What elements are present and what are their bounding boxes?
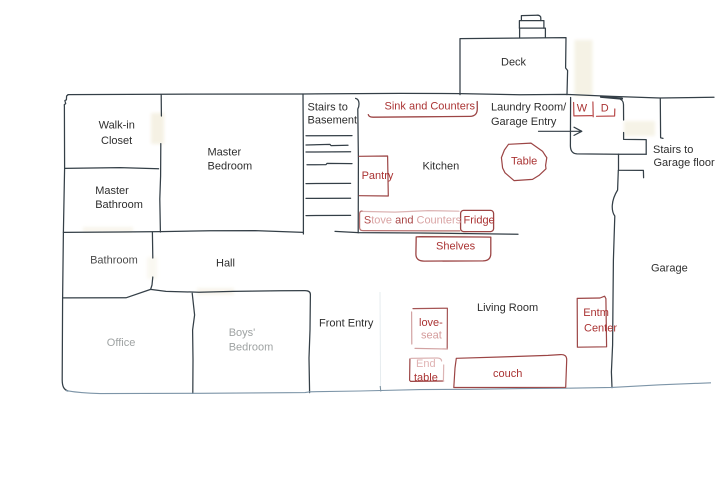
svg-text:Bedroom: Bedroom [208, 160, 253, 172]
svg-text:Master: Master [208, 147, 242, 159]
svg-text:Living Room: Living Room [477, 302, 538, 314]
svg-text:Walk-in: Walk-in [99, 119, 135, 131]
svg-text:Garage: Garage [651, 262, 688, 274]
svg-text:Stove and Counters: Stove and Counters [364, 214, 462, 226]
svg-text:Deck: Deck [501, 56, 527, 68]
svg-text:Bathroom: Bathroom [90, 255, 138, 267]
svg-text:W: W [577, 102, 588, 114]
svg-text:Stairs to: Stairs to [653, 144, 693, 156]
svg-text:Table: Table [511, 155, 537, 167]
svg-text:Fridge: Fridge [464, 214, 495, 226]
svg-text:seat: seat [421, 330, 442, 342]
svg-text:table: table [414, 372, 438, 384]
svg-text:Master: Master [95, 185, 129, 197]
svg-text:Pantry: Pantry [362, 170, 394, 182]
svg-text:End: End [416, 358, 436, 370]
svg-text:Hall: Hall [216, 258, 235, 270]
svg-text:Closet: Closet [101, 135, 132, 147]
svg-text:Stairs to: Stairs to [308, 102, 348, 114]
svg-text:Shelves: Shelves [436, 241, 476, 253]
svg-text:Entm: Entm [583, 307, 609, 319]
svg-text:Center: Center [584, 322, 617, 334]
svg-text:Garage Entry: Garage Entry [491, 116, 557, 128]
svg-text:Front Entry: Front Entry [319, 317, 374, 329]
svg-text:D: D [601, 102, 609, 114]
svg-text:Sink and Counters: Sink and Counters [385, 100, 476, 112]
svg-text:Bathroom: Bathroom [95, 199, 143, 211]
svg-text:Office: Office [107, 337, 136, 349]
svg-text:Garage floor: Garage floor [654, 157, 715, 169]
svg-text:Bedroom: Bedroom [229, 342, 274, 354]
svg-text:Boys': Boys' [229, 327, 256, 339]
svg-text:Laundry Room/: Laundry Room/ [491, 101, 567, 113]
svg-text:Basement: Basement [308, 115, 358, 127]
svg-text:couch: couch [493, 368, 522, 380]
svg-text:love-: love- [419, 317, 443, 329]
svg-text:Kitchen: Kitchen [423, 160, 460, 172]
